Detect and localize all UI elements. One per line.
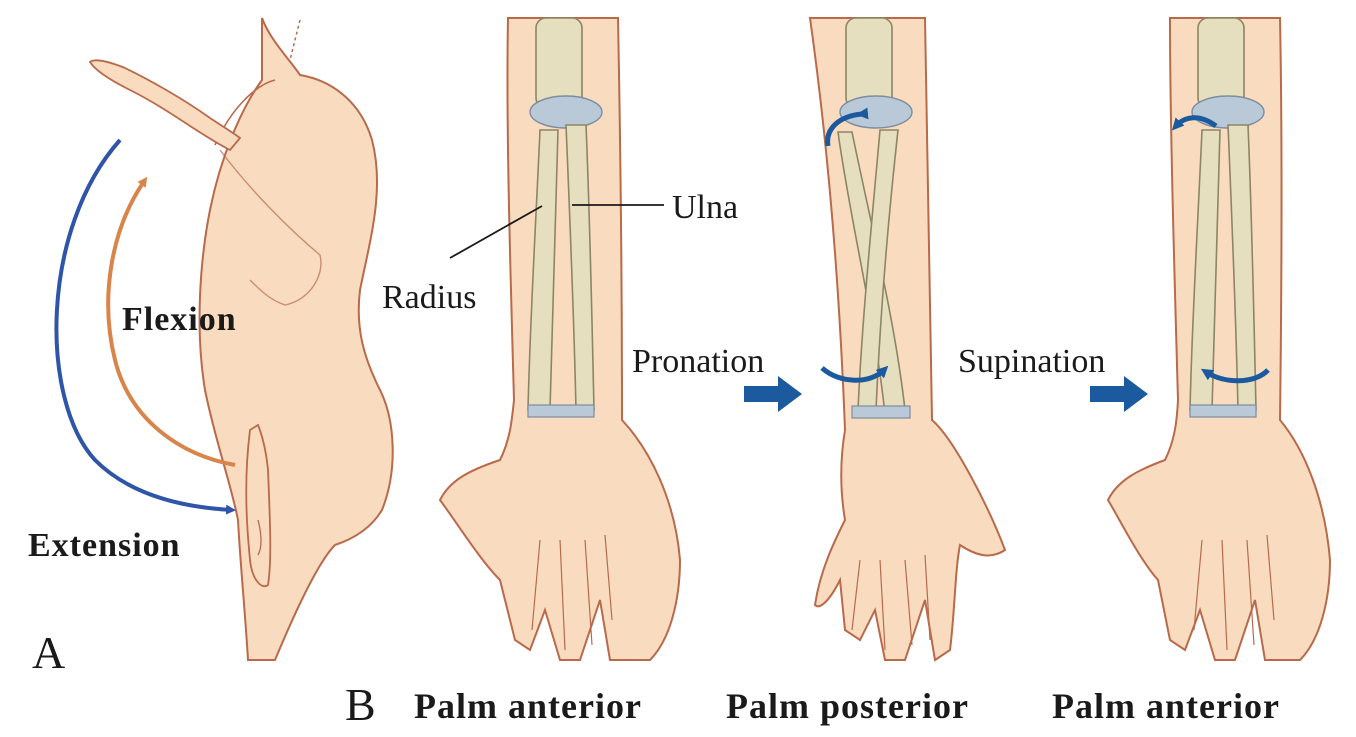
forearm-1-wrist-cartilage [528,405,594,417]
ulna-label: Ulna [672,189,738,226]
supination-arrow [1090,376,1148,412]
forearm-1-elbow-cartilage [530,96,602,128]
caption-palm-anterior-2: Palm anterior [1052,686,1280,726]
captions: B Palm anterior Palm posterior Palm ante… [345,679,1280,730]
body-silhouette [200,18,393,660]
forearm-2-elbow-cartilage [840,96,912,128]
caption-palm-posterior: Palm posterior [726,686,969,726]
panel-a-letter: A [32,627,65,678]
pronation-label: Pronation [632,343,764,380]
extension-label: Extension [28,527,181,564]
forearm-2 [810,18,1005,660]
spine-line [290,20,300,60]
panel-a: Flexion Extension A [28,18,393,678]
pronation-arrow [744,376,802,412]
forearm-1: Ulna Radius [382,18,738,660]
caption-palm-anterior-1: Palm anterior [414,686,642,726]
forearm-2-wrist-cartilage [852,406,910,418]
pronation-group: Pronation [632,343,802,412]
forearm-1-humerus [536,18,582,108]
flexion-label: Flexion [122,301,237,338]
forearm-3-elbow-cartilage [1192,96,1264,128]
panel-b-letter: B [345,679,376,730]
radius-label: Radius [382,279,476,316]
supination-group: Supination [958,343,1148,412]
forearm-2-humerus [846,18,892,108]
forearm-3-humerus [1198,18,1244,108]
supination-label: Supination [958,343,1105,380]
forearm-3 [1108,18,1330,660]
forearm-3-wrist-cartilage [1190,405,1256,417]
raised-arm [90,60,240,150]
